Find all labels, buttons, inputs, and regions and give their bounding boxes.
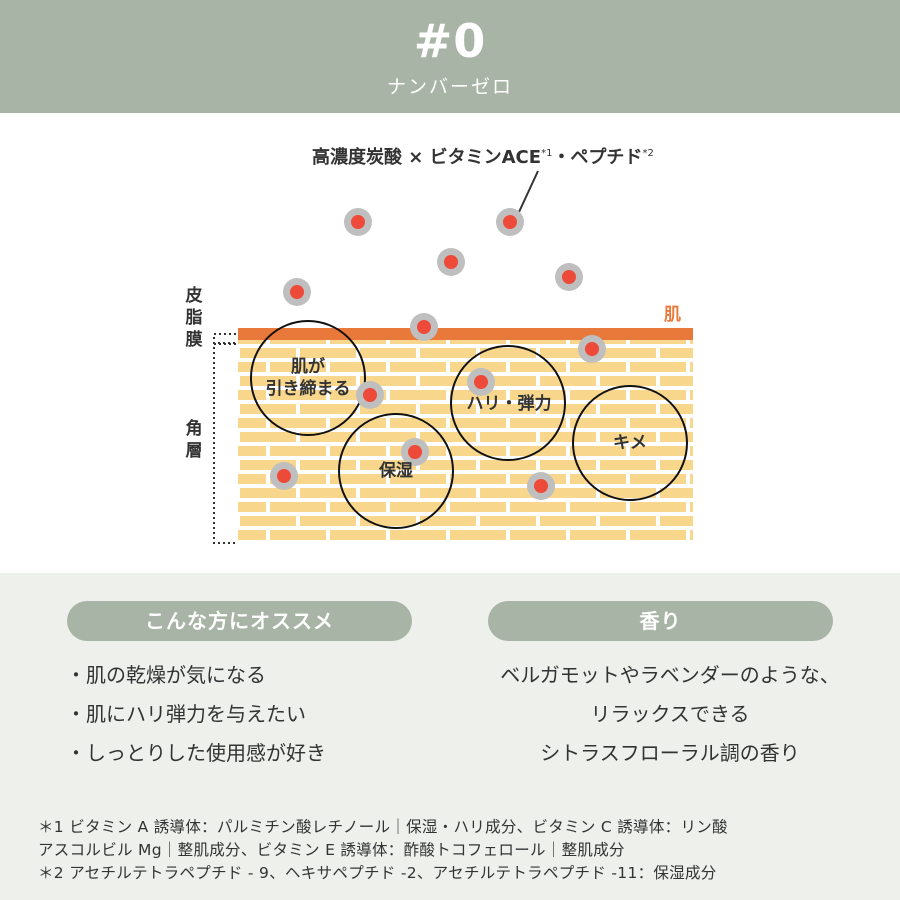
sebum-label: 皮脂膜 (185, 286, 203, 350)
particle (410, 313, 438, 341)
stratum-label: 角層 (185, 419, 203, 461)
info-section: こんな方にオススメ 香り ・肌の乾燥が気になる ・肌にハリ弾力を与えたい ・しっ… (0, 573, 900, 900)
skin-diagram: 高濃度炭酸 × ビタミンACE*1・ペプチド*2 (0, 113, 900, 573)
recommend-heading: こんな方にオススメ (67, 601, 412, 641)
particle (344, 208, 372, 236)
effect-circle-texture (572, 385, 688, 501)
skin-label: 肌 (664, 305, 681, 325)
recommend-item: ・しっとりした使用感が好き (66, 741, 326, 765)
recommend-item: ・肌にハリ弾力を与えたい (66, 702, 306, 726)
particle (527, 472, 555, 500)
effect-circle-elastic (450, 345, 566, 461)
circle-elastic-label: ハリ・弾力 (466, 394, 552, 414)
particle (270, 462, 298, 490)
ingredient-sup2: *2 (642, 148, 654, 159)
header-banner: #0 ナンバーゼロ (0, 0, 900, 113)
scent-line: リラックスできる (590, 702, 750, 726)
product-number: #0 (413, 14, 487, 68)
particle (401, 438, 429, 466)
scent-heading: 香り (488, 601, 833, 641)
ingredient-main: 高濃度炭酸 × ビタミンACE (312, 147, 542, 168)
particle (437, 248, 465, 276)
stratum-bracket (213, 343, 236, 544)
particle (283, 278, 311, 306)
particle (578, 335, 606, 363)
particle (356, 381, 384, 409)
skin-surface-line (238, 328, 693, 340)
sebum-bracket (213, 333, 236, 344)
ingredient-label: 高濃度炭酸 × ビタミンACE*1・ペプチド*2 (312, 143, 654, 169)
circle-firm-label: 肌が 引き締まる (265, 357, 351, 399)
circle-texture-label: キメ (613, 433, 647, 453)
skin-layer-illustration (213, 170, 693, 544)
ingredient-peptide: ・ペプチド (552, 147, 643, 168)
particle (555, 263, 583, 291)
effect-circle-firm (250, 320, 366, 436)
circle-moist-label: 保湿 (379, 461, 413, 481)
particle (467, 368, 495, 396)
ingredient-sup1: *1 (541, 148, 553, 159)
recommend-item: ・肌の乾燥が気になる (66, 663, 266, 687)
footnote-1-cont: アスコルビル Mg｜整肌成分、ビタミン E 誘導体：酢酸トコフェロール｜整肌成分 (38, 841, 625, 859)
footnote-2: ＊2 アセチルテトラペプチド - 9、ヘキサペプチド -2、アセチルテトラペプチ… (38, 864, 717, 882)
effect-circle-moist (338, 413, 454, 529)
scent-line: ベルガモットやラベンダーのような、 (500, 663, 840, 687)
callout-line (518, 170, 539, 213)
scent-line: シトラスフローラル調の香り (540, 741, 800, 765)
footnote-1: ＊1 ビタミン A 誘導体：パルミチン酸レチノール｜保湿・ハリ成分、ビタミン C… (38, 818, 728, 836)
product-name: ナンバーゼロ (386, 76, 513, 98)
particle (496, 208, 524, 236)
